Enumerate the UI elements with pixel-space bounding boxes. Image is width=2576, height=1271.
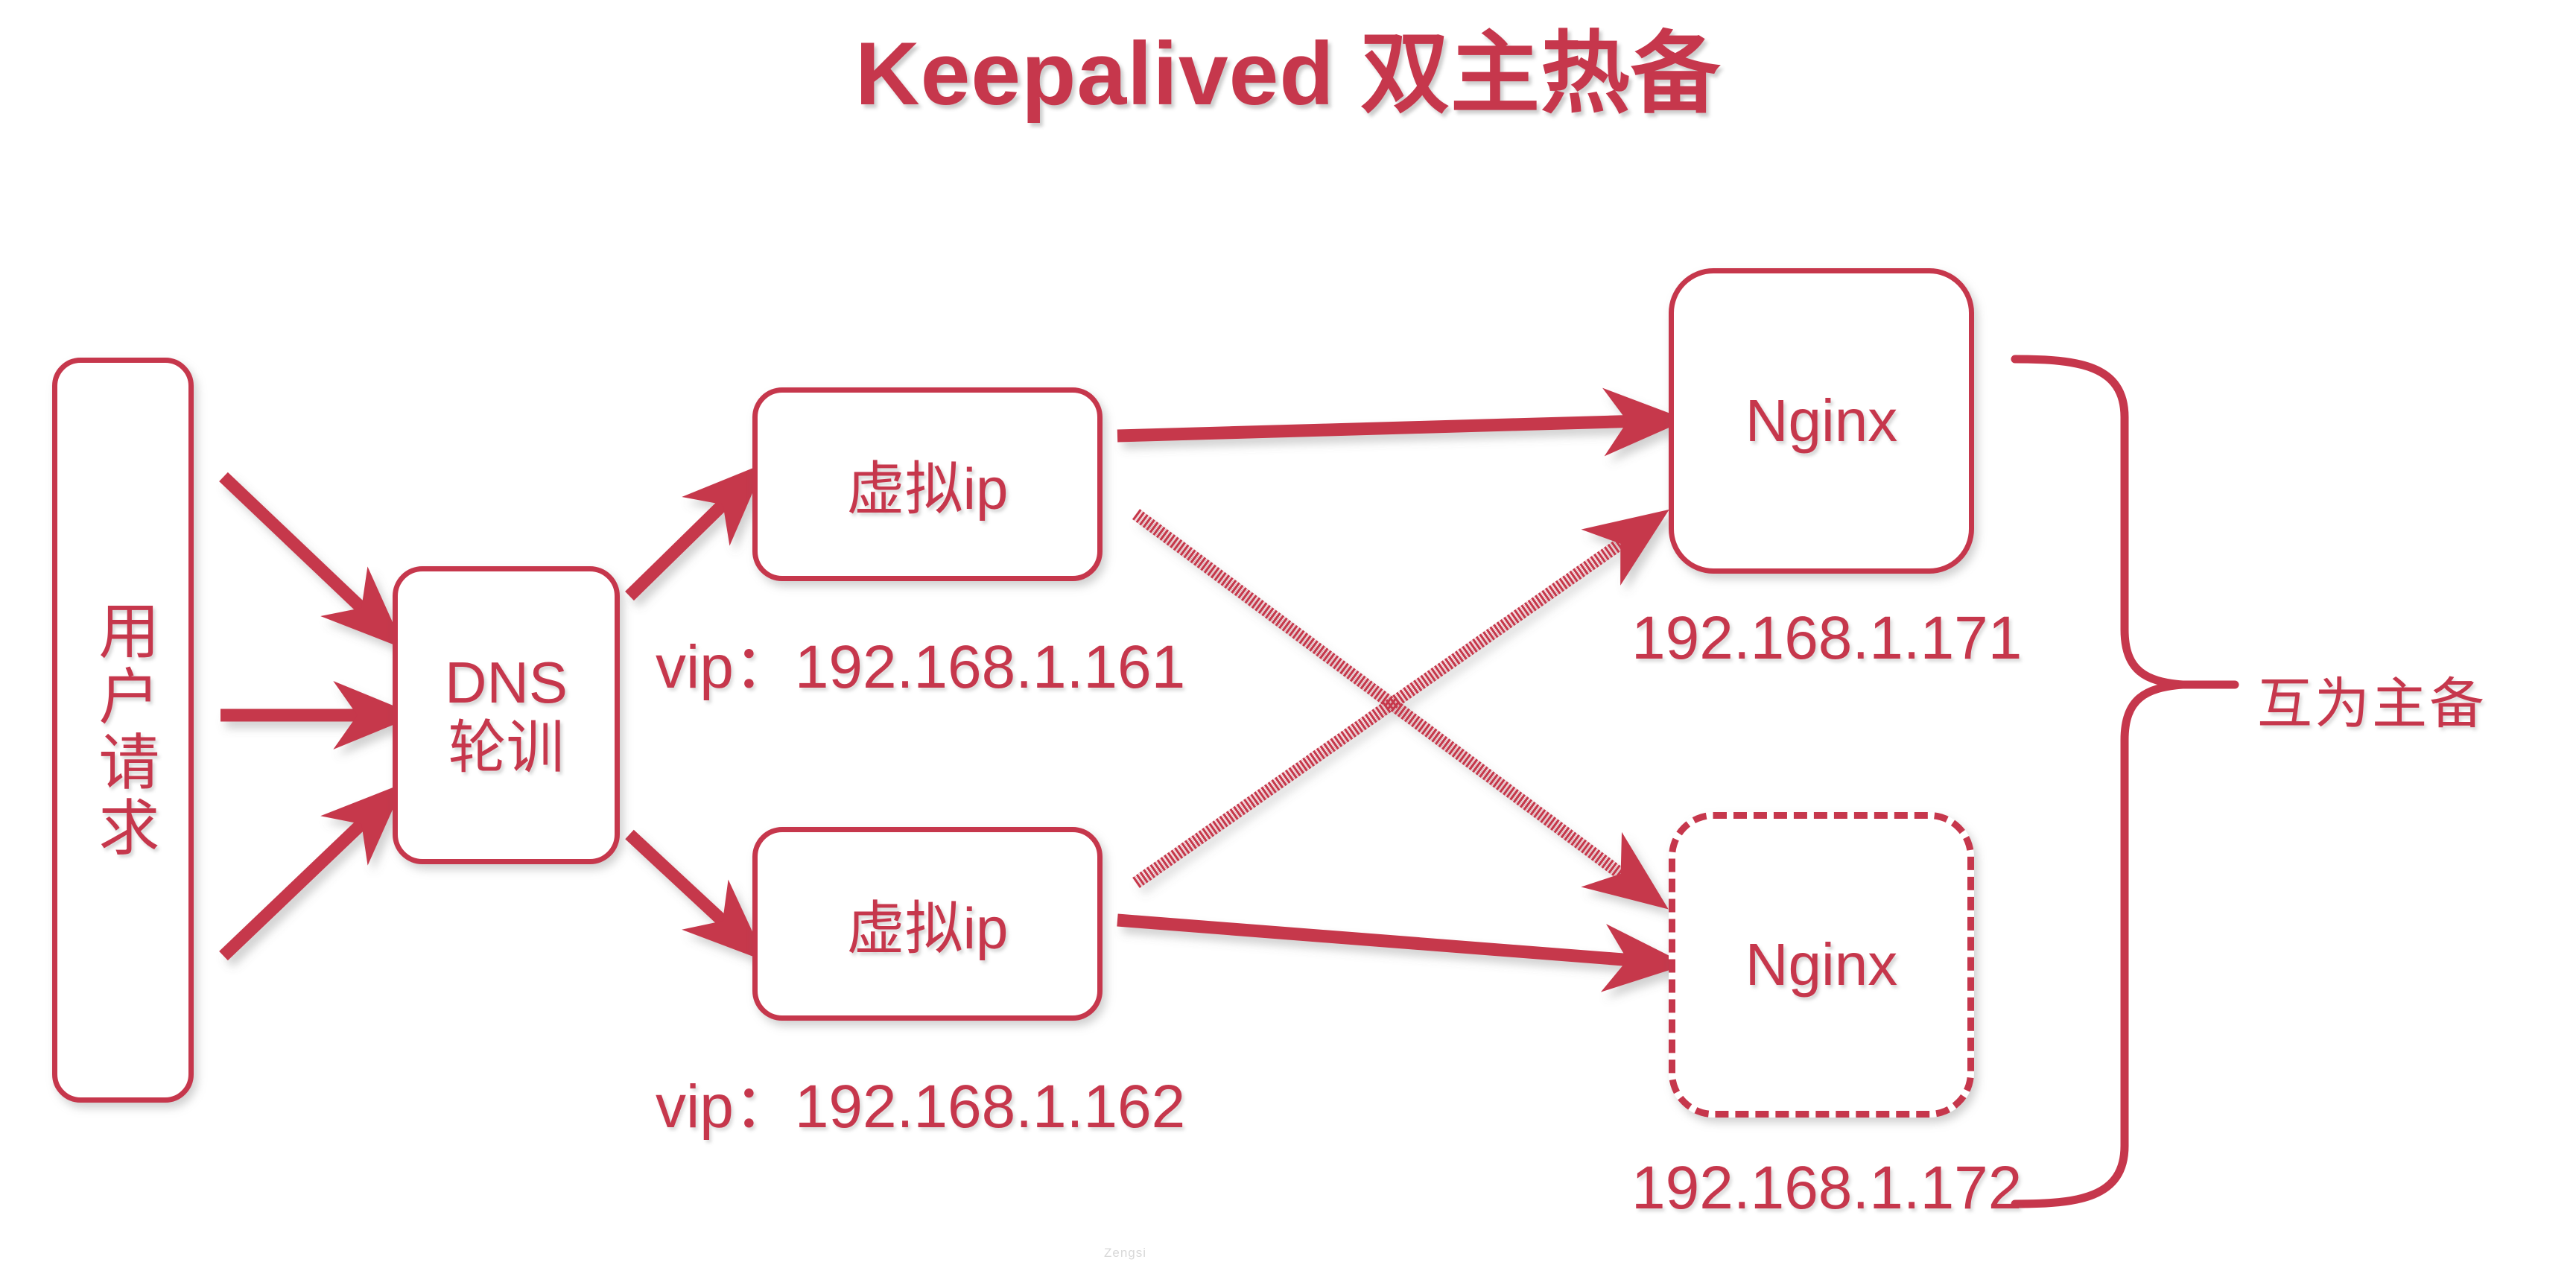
label-vip-2-address: vip：192.168.1.162 [656, 1073, 1186, 1141]
label-nginx-primary-address: 192.168.1.171 [1631, 604, 2023, 672]
group-brace [2011, 355, 2187, 1208]
node-nginx-primary[interactable]: Nginx [1669, 268, 1974, 574]
arrow-user-to-dns-upper [219, 472, 405, 649]
node-user-request-label: 用户请求 [89, 599, 157, 861]
node-dns-label-line1: DNS [445, 649, 568, 715]
node-dns-label-line2: 轮训 [448, 714, 565, 780]
node-dns[interactable]: DNS 轮训 [393, 566, 620, 864]
node-nginx-standby-label: Nginx [1745, 931, 1898, 998]
node-user-request[interactable]: 用户请求 [52, 358, 194, 1103]
arrow-user-to-dns-lower [219, 782, 405, 961]
node-nginx-standby[interactable]: Nginx [1669, 812, 1974, 1118]
label-vip-1-address: vip：192.168.1.161 [656, 633, 1186, 701]
arrow-vip2-to-nginx1-dashdot [1132, 509, 1669, 888]
label-nginx-standby-address: 192.168.1.172 [1631, 1154, 2023, 1222]
arrow-vip1-to-nginx1 [1117, 387, 1687, 457]
arrow-vip1-to-nginx2-dashdot [1132, 509, 1669, 910]
node-virtual-ip-1-label: 虚拟ip [846, 456, 1009, 522]
arrow-vip2-to-nginx2 [1117, 913, 1687, 992]
node-virtual-ip-2-label: 虚拟ip [846, 896, 1009, 961]
arrow-dns-to-vip2 [625, 829, 767, 962]
node-virtual-ip-1[interactable]: 虚拟ip [752, 387, 1103, 581]
page-title: Keepalived 双主热备 [855, 24, 1721, 124]
watermark: Zengsi [1104, 1246, 1147, 1260]
node-virtual-ip-2[interactable]: 虚拟ip [752, 827, 1103, 1021]
node-nginx-primary-label: Nginx [1745, 387, 1898, 454]
label-pair-relationship: 互为主备 [2257, 673, 2487, 735]
arrow-dns-to-vip1 [625, 463, 766, 601]
